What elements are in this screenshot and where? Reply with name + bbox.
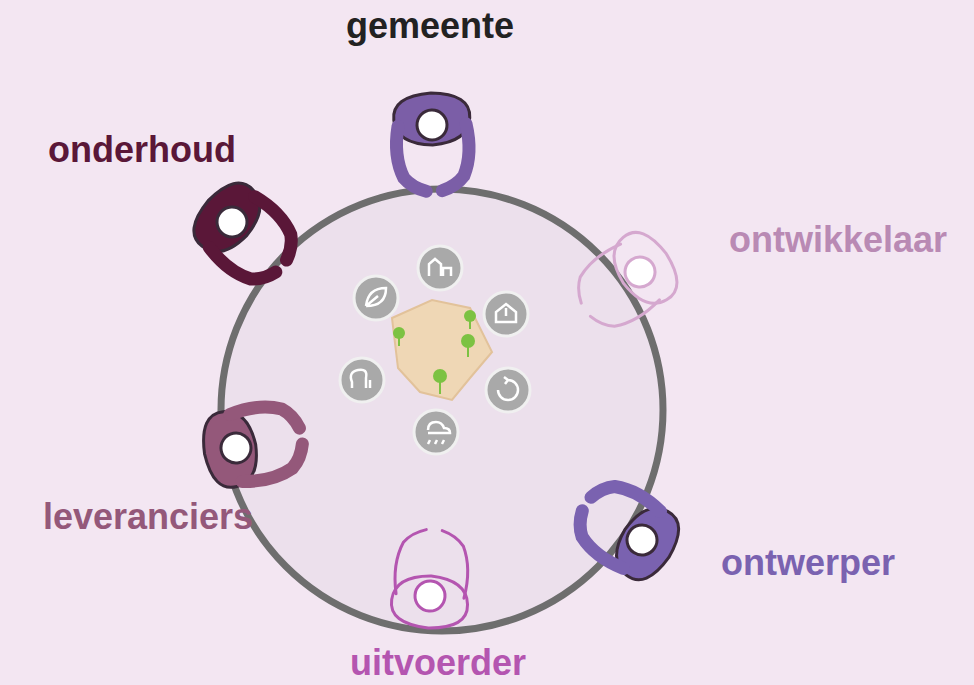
stakeholder-label: ontwikkelaar xyxy=(729,222,947,258)
trees xyxy=(393,310,476,394)
stakeholder-label: leveranciers xyxy=(43,499,253,535)
stakeholder-label: uitvoerder xyxy=(350,645,526,681)
stakeholder-label: ontwerper xyxy=(721,545,895,581)
person-figure xyxy=(198,399,308,492)
person-figure xyxy=(564,222,688,341)
theme-icons xyxy=(340,246,530,454)
person-figure xyxy=(393,92,473,193)
person-figure xyxy=(183,172,307,294)
plot xyxy=(392,300,492,400)
person-figure xyxy=(390,528,472,631)
stakeholder-label: onderhoud xyxy=(48,132,236,168)
stakeholder-label: gemeente xyxy=(346,8,514,44)
people xyxy=(183,92,690,631)
person-figure xyxy=(566,472,690,589)
icon-glyphs xyxy=(351,259,518,444)
